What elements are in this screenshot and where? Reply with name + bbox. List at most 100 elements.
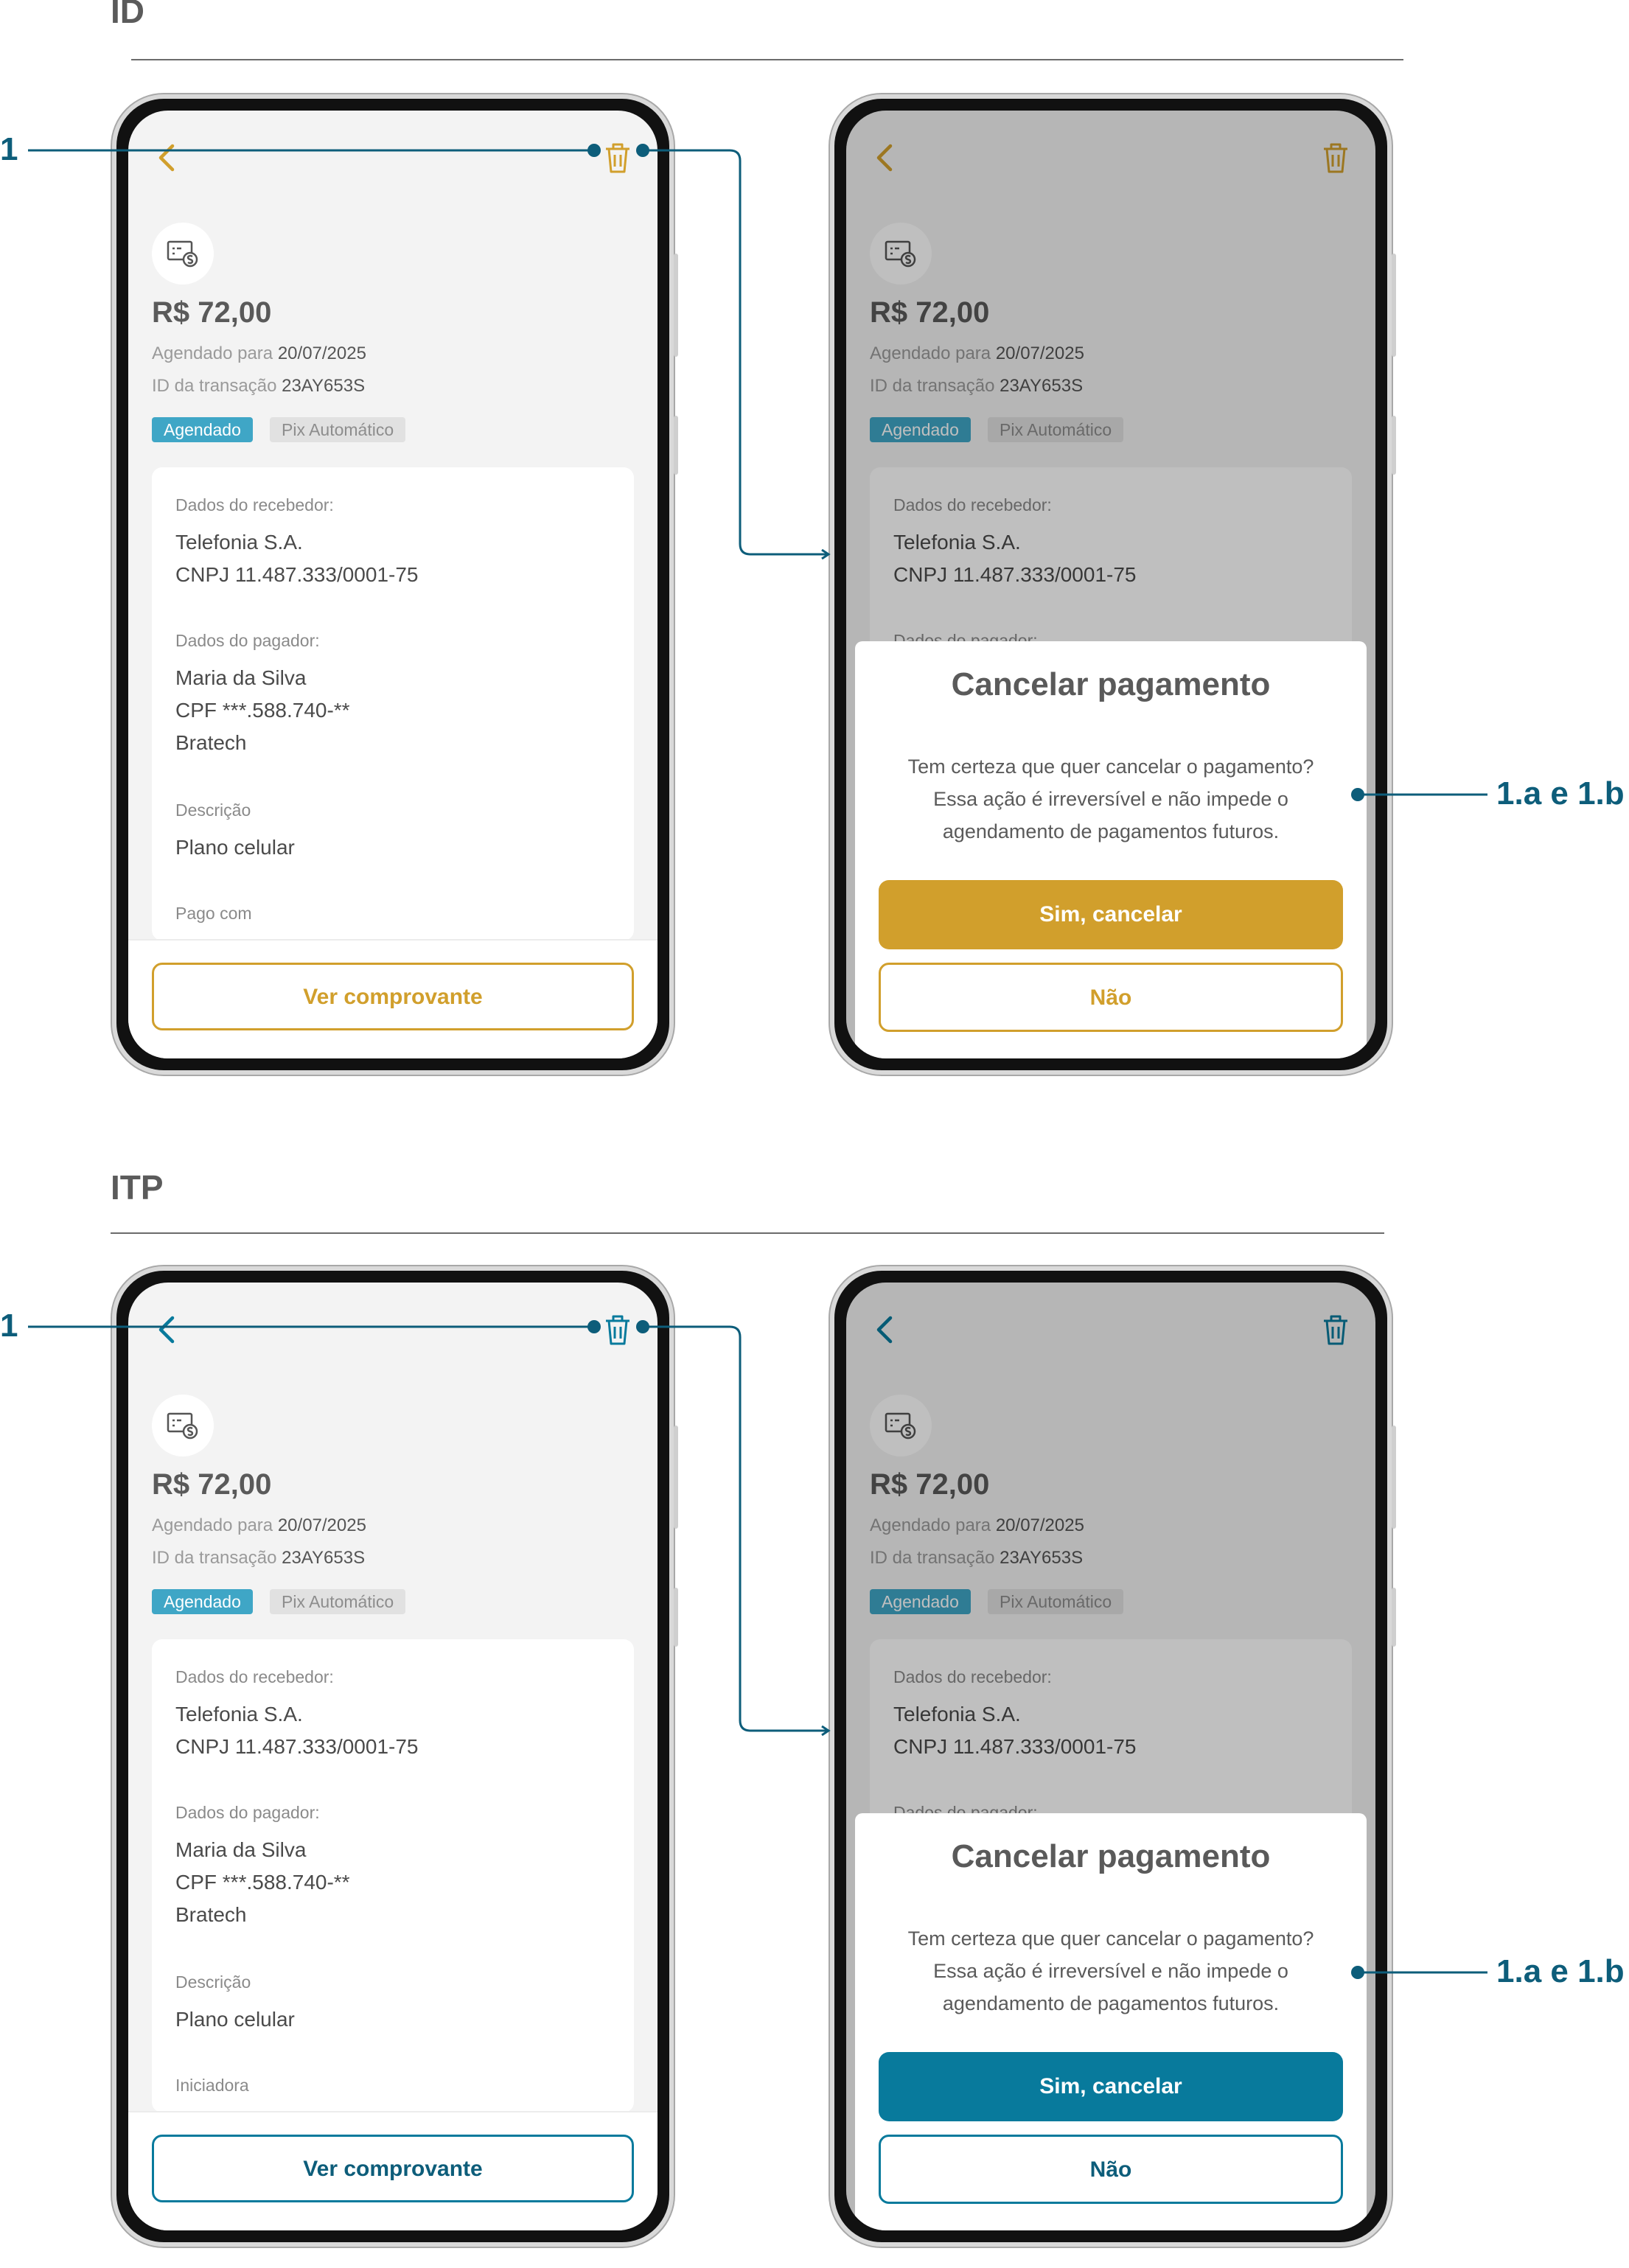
transaction-id: 23AY653S [282, 1548, 366, 1568]
receiver-label: Dados do recebedor: [175, 495, 334, 514]
payment-slip-icon [870, 223, 932, 285]
top-bar [846, 111, 1375, 199]
transaction-id: 23AY653S [1000, 376, 1084, 396]
receiver-doc: CNPJ 11.487.333/0001-75 [175, 1735, 419, 1758]
scheduled-row: Agendado para 20/07/2025 [870, 1515, 1084, 1536]
section-divider-id [131, 59, 1403, 60]
chevron-left-icon[interactable] [873, 1315, 895, 1344]
annotation-step-1ab-bottom: 1.a e 1.b [1496, 1953, 1625, 1989]
modal-message: Tem certeza que quer cancelar o pagament… [870, 1922, 1352, 2020]
phone-details-itp: R$ 72,00 Agendado para 20/07/2025 ID da … [112, 1266, 678, 2247]
amount: R$ 72,00 [152, 1468, 272, 1501]
modal-line-1: Tem certeza que quer cancelar o pagament… [907, 756, 1314, 778]
section-title-id: ID [111, 0, 144, 30]
details-card: Dados do recebedor: Telefonia S.A. CNPJ … [152, 467, 634, 941]
confirm-cancel-button[interactable]: Sim, cancelar [879, 2052, 1343, 2121]
modal-line-2: Essa ação é irreversível e não impede o [933, 1960, 1288, 1982]
payer-doc: CPF ***.588.740-** [175, 699, 350, 722]
receiver-label: Dados do recebedor: [175, 1667, 334, 1686]
transaction-row: ID da transação 23AY653S [870, 1548, 1083, 1569]
payer-bank: Bratech [175, 731, 247, 754]
payer-doc: CPF ***.588.740-** [175, 1871, 350, 1894]
annotation-step-1ab-top: 1.a e 1.b [1496, 775, 1625, 812]
modal-line-3: agendamento de pagamentos futuros. [942, 820, 1280, 842]
receiver-name: Telefonia S.A. [893, 1703, 1021, 1726]
footer: Ver comprovante [128, 939, 657, 1058]
scheduled-date: 20/07/2025 [995, 343, 1084, 363]
phone-modal-itp: R$ 72,00 Agendado para 20/07/2025 ID da … [830, 1266, 1396, 2247]
scheduled-row: Agendado para 20/07/2025 [152, 343, 366, 364]
scheduled-row: Agendado para 20/07/2025 [870, 343, 1084, 364]
cancel-modal: Cancelar pagamento Tem certeza que quer … [855, 641, 1367, 1058]
footer: Ver comprovante [128, 2111, 657, 2230]
receiver-label: Dados do recebedor: [893, 495, 1052, 514]
modal-line-2: Essa ação é irreversível e não impede o [933, 788, 1288, 810]
annotation-step-1-bottom: 1 [0, 1308, 18, 1344]
payment-slip-icon [870, 1395, 932, 1456]
chevron-left-icon[interactable] [873, 143, 895, 172]
description-label: Descrição [175, 800, 251, 820]
transaction-row: ID da transação 23AY653S [152, 376, 365, 397]
modal-line-3: agendamento de pagamentos futuros. [942, 1992, 1280, 2014]
chevron-left-icon[interactable] [155, 143, 177, 172]
trash-icon[interactable] [604, 142, 631, 174]
modal-screen: R$ 72,00 Agendado para 20/07/2025 ID da … [846, 111, 1375, 1058]
top-bar [846, 1283, 1375, 1371]
transaction-label: ID da transação [870, 1548, 995, 1568]
modal-title: Cancelar pagamento [951, 1838, 1271, 1874]
section-title-itp: ITP [111, 1168, 164, 1207]
modal-title: Cancelar pagamento [951, 666, 1271, 702]
details-screen: R$ 72,00 Agendado para 20/07/2025 ID da … [128, 1283, 657, 2230]
transaction-label: ID da transação [152, 1548, 277, 1568]
transaction-id: 23AY653S [282, 376, 366, 396]
payer-label: Dados do pagador: [175, 1803, 320, 1822]
scheduled-label: Agendado para [152, 343, 273, 363]
receipt-button[interactable]: Ver comprovante [152, 963, 634, 1030]
phone-modal-id: R$ 72,00 Agendado para 20/07/2025 ID da … [830, 94, 1396, 1075]
payer-name: Maria da Silva [175, 666, 307, 689]
chevron-left-icon[interactable] [155, 1315, 177, 1344]
extra-label: Pago com [175, 904, 252, 923]
details-screen: R$ 72,00 Agendado para 20/07/2025 ID da … [128, 111, 657, 1058]
status-badge: Agendado [870, 1589, 971, 1614]
receiver-doc: CNPJ 11.487.333/0001-75 [893, 1735, 1137, 1758]
top-bar [128, 1283, 657, 1371]
type-badge: Pix Automático [270, 417, 406, 442]
receiver-name: Telefonia S.A. [175, 531, 303, 554]
phone-details-id: R$ 72,00 Agendado para 20/07/2025 ID da … [112, 94, 678, 1075]
scheduled-label: Agendado para [870, 1515, 991, 1535]
transaction-row: ID da transação 23AY653S [870, 376, 1083, 397]
trash-icon[interactable] [604, 1313, 631, 1346]
scheduled-label: Agendado para [152, 1515, 273, 1535]
receiver-name: Telefonia S.A. [893, 531, 1021, 554]
scheduled-date: 20/07/2025 [277, 1515, 366, 1535]
modal-line-1: Tem certeza que quer cancelar o pagament… [907, 1927, 1314, 1950]
receiver-doc: CNPJ 11.487.333/0001-75 [175, 563, 419, 586]
transaction-label: ID da transação [870, 376, 995, 396]
type-badge: Pix Automático [988, 1589, 1124, 1614]
description-label: Descrição [175, 1972, 251, 1992]
annotation-step-1-top: 1 [0, 131, 18, 167]
confirm-cancel-button[interactable]: Sim, cancelar [879, 880, 1343, 949]
receipt-button[interactable]: Ver comprovante [152, 2135, 634, 2202]
deny-button[interactable]: Não [879, 2135, 1343, 2204]
top-bar [128, 111, 657, 199]
receiver-label: Dados do recebedor: [893, 1667, 1052, 1686]
payer-label: Dados do pagador: [175, 631, 320, 650]
modal-screen: R$ 72,00 Agendado para 20/07/2025 ID da … [846, 1283, 1375, 2230]
scheduled-row: Agendado para 20/07/2025 [152, 1515, 366, 1536]
deny-button[interactable]: Não [879, 963, 1343, 1032]
payer-name: Maria da Silva [175, 1838, 307, 1861]
cancel-modal: Cancelar pagamento Tem certeza que quer … [855, 1813, 1367, 2230]
trash-icon[interactable] [1322, 142, 1349, 174]
receiver-doc: CNPJ 11.487.333/0001-75 [893, 563, 1137, 586]
amount: R$ 72,00 [870, 296, 990, 329]
transaction-row: ID da transação 23AY653S [152, 1548, 365, 1569]
modal-message: Tem certeza que quer cancelar o pagament… [870, 750, 1352, 848]
status-badge: Agendado [152, 417, 253, 442]
trash-icon[interactable] [1322, 1313, 1349, 1346]
details-card: Dados do recebedor: Telefonia S.A. CNPJ … [152, 1639, 634, 2112]
status-badge: Agendado [152, 1589, 253, 1614]
type-badge: Pix Automático [988, 417, 1124, 442]
amount: R$ 72,00 [870, 1468, 990, 1501]
